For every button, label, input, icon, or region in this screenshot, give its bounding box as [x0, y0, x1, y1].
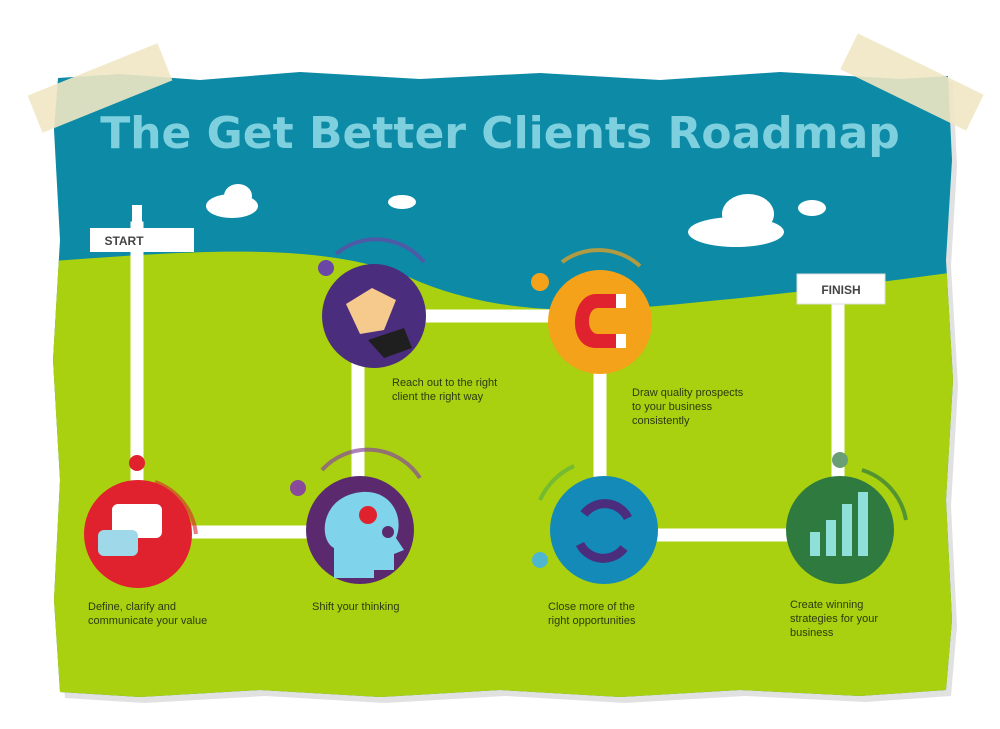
- step-3-caption: Reach out to the right client the right …: [392, 377, 500, 403]
- svg-text:FINISH: FINISH: [821, 283, 860, 297]
- magnet-icon: [574, 294, 626, 348]
- tape-right: [840, 33, 984, 131]
- cloud: [388, 195, 416, 209]
- step-1-caption: Define, clarify and communicate your val…: [88, 601, 207, 627]
- svg-text:START: START: [104, 234, 144, 248]
- cloud: [688, 194, 784, 247]
- step-6-node: [786, 452, 908, 584]
- tape-left: [27, 43, 173, 133]
- start-sign: START: [90, 205, 194, 252]
- step-2-caption: Shift your thinking: [312, 601, 399, 613]
- step-1-node: [84, 455, 198, 588]
- step-4-caption: Draw quality prospects to your business …: [632, 387, 746, 427]
- page-title: The Get Better Clients Roadmap: [100, 108, 900, 159]
- grass-hill: [53, 251, 953, 697]
- step-3-node: [318, 237, 426, 368]
- step-5-caption: Close more of the right opportunities: [548, 601, 638, 627]
- cloud: [206, 184, 258, 218]
- cloud: [798, 200, 826, 216]
- speech-bubbles-icon: [98, 504, 162, 556]
- step-4-node: [531, 248, 652, 374]
- step-5-node: [532, 464, 658, 584]
- head-gears-icon: [324, 491, 404, 578]
- step-2-node: [290, 447, 422, 584]
- finish-sign: FINISH: [796, 273, 886, 305]
- growth-bars-icon: [810, 492, 868, 556]
- handshake-icon: [346, 288, 412, 358]
- cycle-arrows-icon: [575, 499, 633, 563]
- step-6-caption: Create winning strategies for your busin…: [790, 599, 881, 639]
